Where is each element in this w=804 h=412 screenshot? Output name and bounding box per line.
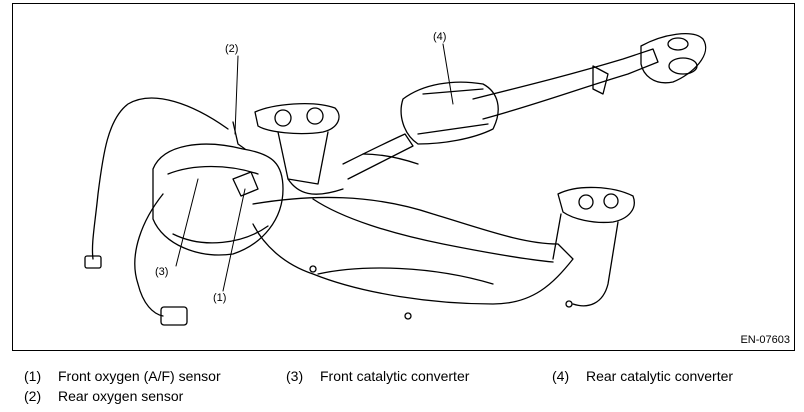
legend-number: (4) bbox=[552, 368, 570, 384]
right-flange bbox=[557, 186, 635, 224]
front-catalytic-converter bbox=[152, 143, 284, 256]
front-oxygen-sensor bbox=[232, 171, 259, 197]
muffler-end bbox=[640, 33, 707, 84]
rear-sensor-harness bbox=[91, 97, 229, 260]
figure-id: EN-07603 bbox=[740, 334, 790, 346]
legend-label: Rear oxygen sensor bbox=[58, 388, 184, 404]
legend-number: (1) bbox=[24, 368, 42, 384]
callout-4: (4) bbox=[433, 31, 447, 43]
exhaust-assembly-drawing bbox=[84, 33, 707, 326]
callout-2: (2) bbox=[225, 43, 239, 55]
figure-frame: (2) (4) (3) (1) EN-07603 bbox=[12, 3, 795, 351]
legend-number: (2) bbox=[24, 388, 42, 404]
callout-3: (3) bbox=[155, 266, 169, 278]
legend-label: Front catalytic converter bbox=[320, 368, 470, 384]
legend-item-4: (4) Rear catalytic converter bbox=[552, 368, 733, 384]
legend-label: Front oxygen (A/F) sensor bbox=[58, 368, 221, 384]
legend-item-2: (2) Rear oxygen sensor bbox=[24, 388, 183, 404]
callout-1: (1) bbox=[213, 292, 227, 304]
front-sensor-harness bbox=[134, 193, 164, 317]
legend-item-1: (1) Front oxygen (A/F) sensor bbox=[24, 368, 221, 384]
upper-flange bbox=[254, 102, 340, 135]
legend-label: Rear catalytic converter bbox=[586, 368, 734, 384]
y-pipe bbox=[252, 196, 574, 305]
legend-number: (3) bbox=[286, 368, 304, 384]
rear-pipe bbox=[472, 48, 659, 120]
mid-pipe bbox=[342, 133, 414, 180]
legend-item-3: (3) Front catalytic converter bbox=[286, 368, 469, 384]
